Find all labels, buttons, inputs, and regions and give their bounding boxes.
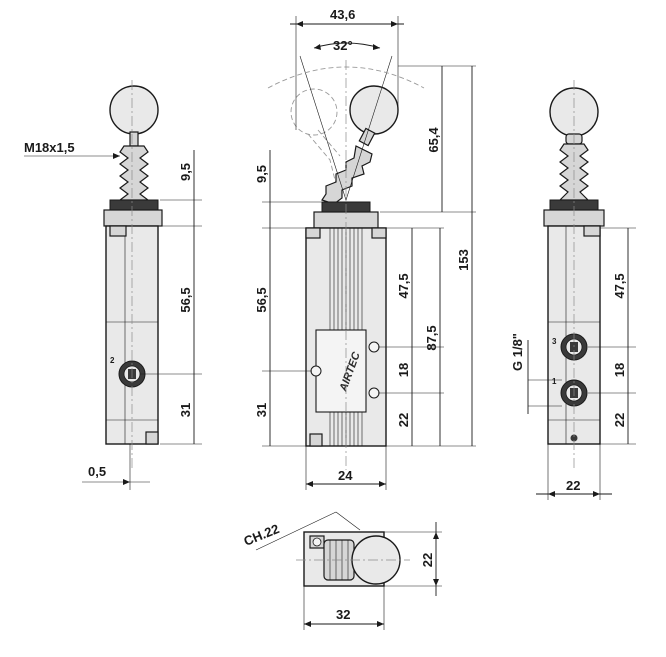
left-dim-body: 56,5 [178,287,193,312]
center-ghost-knob [290,88,338,136]
left-collar [103,209,163,227]
left-view: 2 [103,80,163,470]
thread-label: M18x1,5 [24,140,75,155]
right-width-label: 22 [566,478,580,493]
center-port-gap-label: 18 [396,363,411,377]
wrench-label: CH.22 [242,521,282,549]
center-width-label: 24 [338,468,353,483]
left-knob [109,85,159,135]
right-upper-label: 47,5 [612,273,627,298]
left-dim-bottom: 31 [178,403,193,417]
right-port-label-bottom: 1 [552,377,557,386]
port-thread-label: G 1/8" [510,333,525,371]
plan-height-label: 22 [420,553,435,567]
offset-label: 0,5 [88,464,106,479]
center-dimensions: 43,6 32° 9,5 56,5 31 65,4 153 47,5 18 22 [254,7,476,490]
plan-view [296,531,410,587]
center-bellows [321,145,373,205]
right-bottom-port-label: 22 [612,413,627,427]
total-height-label: 153 [456,249,471,271]
right-view: 3 1 [543,80,605,470]
lever-height-label: 65,4 [426,127,441,153]
brand-plate [315,329,367,413]
port-height-label: 87,5 [424,325,439,350]
center-dim-bottom: 31 [254,403,269,417]
center-port-top [368,341,380,353]
plan-width-label: 32 [336,607,350,622]
center-dim-collar: 9,5 [254,165,269,183]
left-dim-collar: 9,5 [178,163,193,181]
center-knob [349,85,399,135]
center-dim-body: 56,5 [254,287,269,312]
left-nut [109,199,159,211]
left-foot [145,431,159,445]
right-port-label-top: 3 [552,337,557,346]
left-port-label: 2 [110,356,115,365]
angle-label: 32° [333,38,353,53]
left-bellows [118,145,150,201]
right-dimensions: 47,5 18 22 G 1/8" 22 [510,227,636,500]
left-port-recess [109,225,127,237]
center-port-bottom [368,387,380,399]
center-view: AIRTEC [290,60,399,470]
right-port-gap-label: 18 [612,363,627,377]
left-dimensions: M18x1,5 9,5 56,5 31 0,5 [24,140,202,490]
center-port-left [310,365,322,377]
left-stem [129,131,139,147]
center-bottom-port-label: 22 [396,413,411,427]
center-upper-label: 47,5 [396,273,411,298]
top-width-label: 43,6 [330,7,355,22]
